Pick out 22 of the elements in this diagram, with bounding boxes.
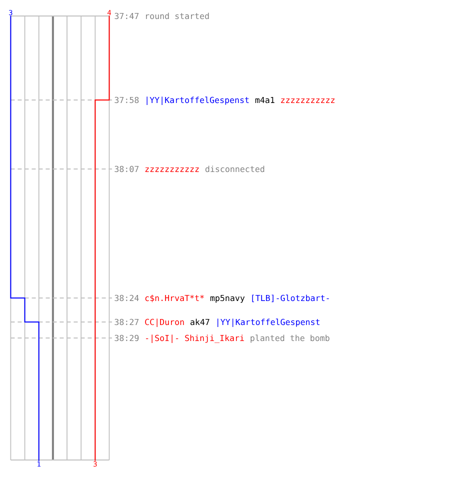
timestamp: 37:47 — [114, 12, 139, 20]
player-name: c$n.HrvaT*t* — [145, 294, 204, 302]
timestamp: 37:58 — [114, 96, 139, 104]
player-name: zzzzzzzzzzz — [281, 98, 334, 103]
event-text: planted the bomb — [250, 334, 330, 343]
timestamp: 38:24 — [114, 294, 139, 302]
event-text: disconnected — [205, 166, 264, 172]
weapon-name: ak47 — [190, 318, 210, 326]
timestamp: 38:29 — [114, 334, 139, 342]
player-name: CC|Duron — [145, 318, 184, 327]
player-name: |YY|KartoffelGespenst — [146, 96, 249, 105]
player-name: -|SoI|- Shinji_Ikari — [146, 334, 244, 343]
player-name: [TLB]-Glotzbart- — [252, 294, 329, 302]
timestamp: 38:27 — [114, 318, 139, 326]
team-line — [94, 15, 110, 462]
weapon-name: m4a1 — [255, 96, 274, 104]
timestamp: 38:07 — [114, 166, 139, 172]
event-text: round started — [146, 12, 209, 20]
player-name: zzzzzzzzzzz — [145, 167, 199, 172]
weapon-name: mp5navy — [210, 294, 245, 303]
player-name: |YY|KartoffelGespenst — [218, 318, 320, 327]
team-line — [10, 15, 40, 462]
